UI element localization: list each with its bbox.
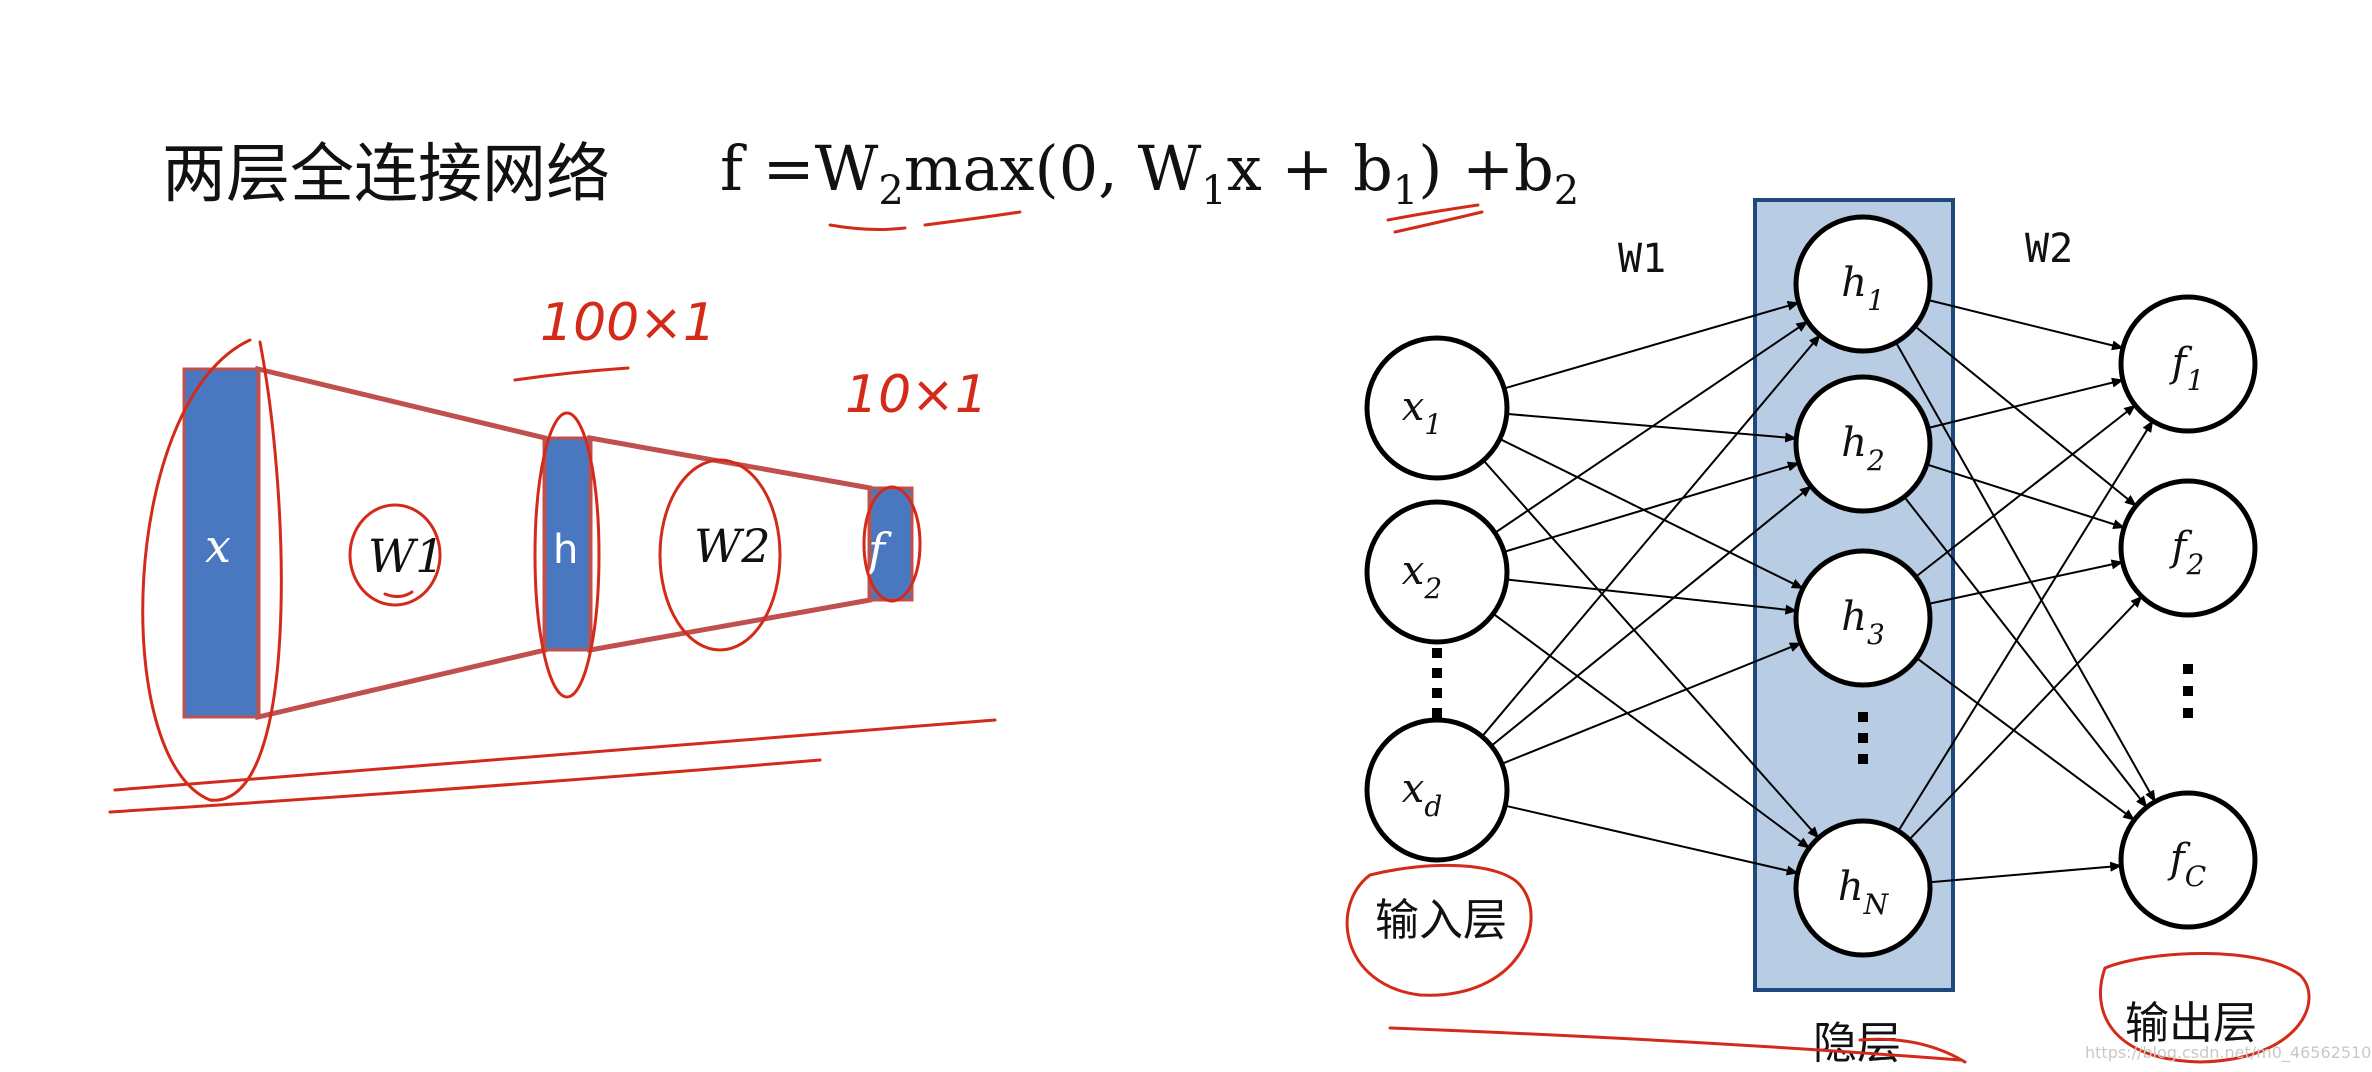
ink-underline-b2 [1386,203,1480,222]
edge-input-2-hidden-0 [1481,334,1821,738]
output-node-c: fC [2118,790,2258,930]
network-edges [1481,299,2156,884]
svg-text:hN: hN [1838,864,1890,921]
edge-hidden-2-output-1 [1928,559,2124,605]
hidden-node-n: hN [1793,818,1933,958]
svg-text:h3: h3 [1841,594,1885,651]
hidden-node-3: h3 [1793,548,1933,688]
ink-circle-w1 [348,503,442,607]
edge-hidden-2-output-2 [1916,657,2136,821]
svg-text:h1: h1 [1841,260,1885,317]
svg-text:h2: h2 [1841,420,1885,477]
hidden-node-2: h2 [1793,374,1933,514]
ink-circle-output-layer [2099,952,2311,1064]
input-ellipsis [1432,648,1442,718]
ink-circle-w2 [658,458,782,652]
ink-underline-w2 [828,223,907,231]
hidden-vector-bar [543,436,592,652]
edge-hidden-3-output-2 [1929,861,2123,884]
svg-text:x1: x1 [1402,384,1442,441]
hidden-vector-label: h [553,527,578,573]
edge-input-1-hidden-2 [1506,578,1798,615]
hidden-layer-label: 隐层 [1813,1018,1901,1069]
input-node-d: xd [1364,717,1510,863]
formula-b2-sub: 2 [1554,168,1579,214]
w1-matrix-label: W1 [368,529,445,583]
funnel-ink: 100×1 10×1 [108,293,997,814]
input-node-1: x1 [1364,335,1510,481]
ink-circle-input-layer [1345,863,1533,997]
ink-underline-hidden [1858,1037,1967,1064]
hidden-node-1: h1 [1793,214,1933,354]
formula-max: max(0, W [904,132,1202,205]
edge-input-2-hidden-1 [1490,485,1812,747]
input-layer-label: 输入层 [1375,895,1507,946]
formula-close: ) +b [1418,132,1554,205]
ink-underline-b2-2 [1393,210,1484,234]
input-vector-label: x [205,519,231,573]
formula-xb: x + b [1227,132,1393,205]
edge-hidden-3-output-1 [1908,595,2143,841]
ink-baseline-2 [108,758,822,814]
edge-hidden-1-output-2 [1903,496,2148,808]
ink-underline-max [923,210,1022,227]
output-layer-label: 输出层 [2125,998,2257,1049]
edge-input-1-hidden-0 [1494,320,1809,534]
ink-underline-size [513,366,630,382]
formula-w1-sub: 1 [1201,168,1226,214]
ink-circle-f [862,485,922,603]
svg-text:xd: xd [1402,766,1443,823]
ink-underline-network [1388,1026,1962,1062]
watermark-text: https://blog.csdn.net/m0_46562510 [2085,1043,2371,1063]
edge-input-1-hidden-3 [1492,612,1810,849]
edge-hidden-0-output-0 [1927,299,2124,351]
output-node-2: f2 [2118,478,2258,618]
formula-b1-sub: 1 [1393,168,1418,214]
edge-input-1-hidden-1 [1503,461,1800,553]
hidden-ellipsis [1858,712,1868,764]
edge-hidden-0-output-2 [1895,341,2156,803]
funnel-diagram: x W1 h W2 f [182,365,914,721]
edge-hidden-2-output-0 [1915,404,2136,578]
output-node-1: f1 [2118,294,2258,434]
input-vector-bar [182,367,260,719]
formula-lhs: f =W [720,132,879,205]
ink-baseline-1 [113,718,997,792]
w2-matrix-label: W2 [694,519,771,573]
ink-circle-h [533,411,601,699]
edge-input-0-hidden-3 [1482,459,1820,839]
network-ink [1345,863,2311,1064]
input-node-2: x2 [1364,499,1510,645]
ink-underline-w1 [383,590,414,599]
output-size-annotation: 10×1 [845,365,988,425]
edge-input-2-hidden-2 [1501,642,1802,765]
formula: f =W2max(0, W1x + b1) +b2 [720,132,1579,214]
edge-input-2-hidden-3 [1504,804,1799,876]
formula-w2-sub: 2 [878,168,903,214]
page-title: 两层全连接网络 [162,138,610,212]
svg-text:x2: x2 [1402,548,1442,605]
w2-weights-label: W2 [2025,226,2073,272]
hidden-size-annotation: 100×1 [540,293,716,353]
edge-hidden-1-output-1 [1926,463,2126,529]
w1-weights-label: W1 [1618,236,1666,282]
edge-hidden-0-output-1 [1914,325,2137,507]
ink-circle-x [141,338,283,802]
edge-input-0-hidden-0 [1503,300,1800,390]
edge-hidden-1-output-0 [1927,377,2124,429]
edge-hidden-3-output-0 [1897,420,2154,832]
output-ellipsis [2183,664,2193,718]
edge-input-0-hidden-2 [1499,438,1804,590]
